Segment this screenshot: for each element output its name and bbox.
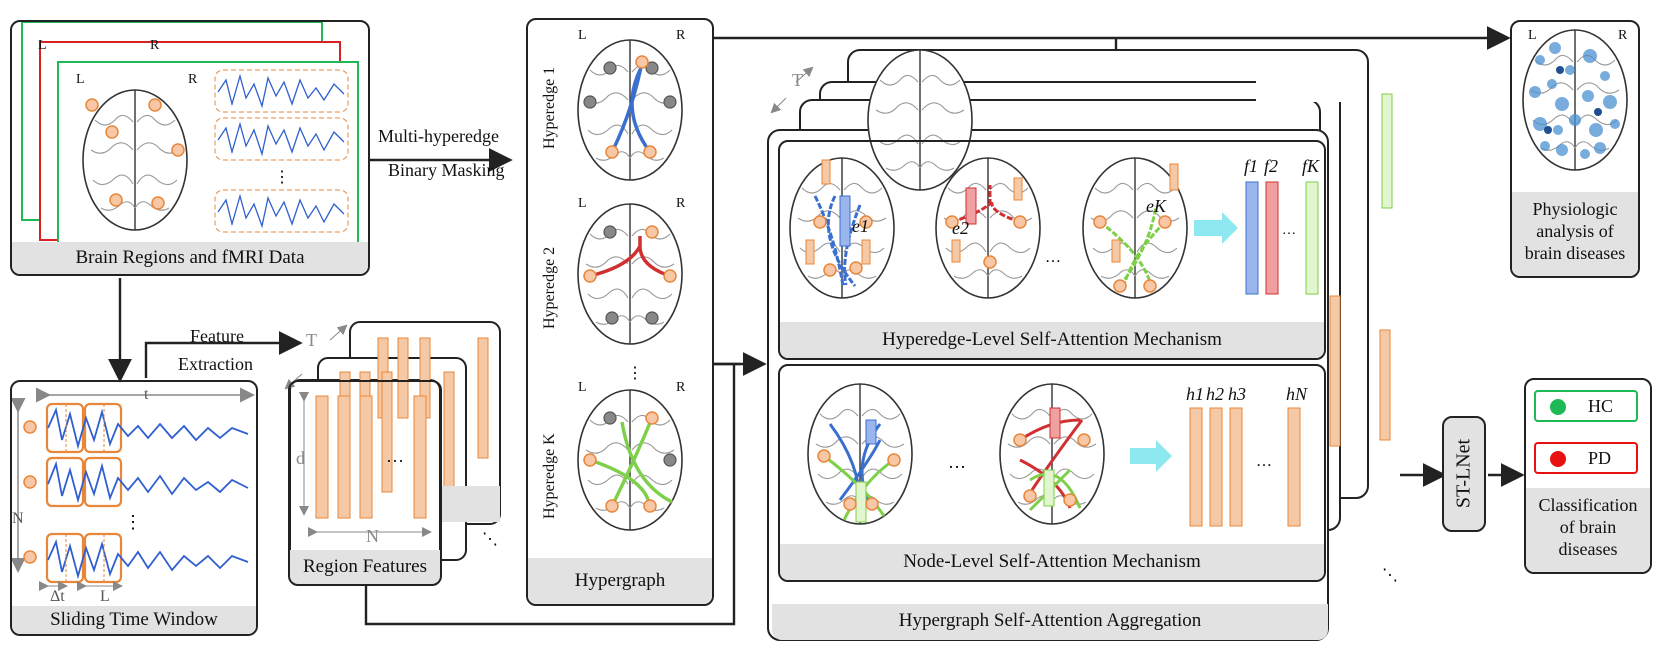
hem-right-2: R: [188, 72, 198, 87]
hem-left-phys: L: [1528, 28, 1537, 43]
axis-dt: Δt: [50, 588, 65, 605]
svg-text:⋮: ⋮: [627, 365, 643, 382]
svg-text:⋱: ⋱: [1382, 567, 1398, 584]
sliding-window-panel: Sliding Time Window: [10, 380, 258, 636]
hyperedge-attention-panel: Hyperedge-Level Self-Attention Mechanism: [778, 140, 1326, 360]
hem-right-hgk: R: [676, 380, 686, 395]
hem-right-1: R: [150, 38, 160, 53]
axis-t: t: [144, 386, 149, 403]
aggregation-caption: Hypergraph Self-Attention Aggregation: [898, 610, 1202, 631]
physiologic-brain: [1522, 29, 1628, 171]
physiologic-caption-text: Physiologic analysis of brain diseases: [1524, 199, 1626, 263]
region-features-panel: Region Features: [288, 380, 442, 586]
feature-label-f1: f1: [1244, 156, 1259, 176]
feature-label-2: Extraction: [178, 354, 253, 374]
axis-n-window: N: [12, 510, 24, 527]
classification-caption-text: Classification of brain diseases: [1538, 495, 1638, 559]
hem-right-phys: R: [1618, 28, 1628, 43]
node-attention-graphic: … …: [807, 383, 1301, 527]
svg-text:…: …: [1045, 249, 1061, 266]
flow-arrows: [108, 26, 1525, 626]
model-label: ST-LNet: [1452, 438, 1475, 509]
hem-left-1: L: [38, 38, 47, 53]
hem-left-hg2: L: [578, 196, 587, 211]
masking-label-2: Binary Masking: [388, 160, 505, 180]
hyperedge-k-label: Hyperedge K: [541, 433, 558, 519]
physiologic-panel: Physiologic analysis of brain diseases: [1510, 20, 1640, 278]
hyperedge-2-label: Hyperedge 2: [541, 246, 558, 329]
class-hc: HC: [1534, 390, 1638, 422]
node-attention-panel: Node-Level Self-Attention Mechanism: [778, 364, 1326, 582]
physiologic-caption: Physiologic analysis of brain diseases: [1512, 192, 1638, 276]
class-pd-label: PD: [1588, 448, 1612, 468]
region-features-caption: Region Features: [290, 550, 440, 584]
svg-text:…: …: [948, 452, 966, 472]
hem-right-hg1: R: [676, 28, 686, 43]
sliding-window-graphic: ⋮: [10, 387, 255, 591]
fmri-card-stack: ⋮: [21, 21, 359, 261]
class-hc-label: HC: [1588, 396, 1614, 416]
axis-T-features: T: [306, 330, 317, 350]
node-label-hn: hN: [1286, 384, 1308, 404]
classification-panel: Classification of brain diseases: [1524, 378, 1652, 574]
pd-dot-icon: [1550, 451, 1566, 467]
hc-dot-icon: [1550, 399, 1566, 415]
axis-d: d: [296, 448, 305, 468]
svg-text:⋮: ⋮: [124, 512, 142, 532]
hem-right-hg2: R: [676, 196, 686, 211]
hypergraph-brains: ⋮: [577, 39, 683, 531]
back-panel-peeks: [867, 49, 1393, 447]
node-attention-caption: Node-Level Self-Attention Mechanism: [780, 544, 1324, 580]
aggregation-caption-bar: [772, 604, 1328, 640]
sliding-window-caption: Sliding Time Window: [12, 606, 256, 634]
node-label-h1: h1: [1186, 384, 1204, 404]
class-pd: PD: [1534, 442, 1638, 474]
hem-left-2: L: [76, 72, 85, 87]
hypergraph-caption: Hypergraph: [528, 558, 712, 604]
masking-label-1: Multi-hyperedge: [378, 126, 499, 146]
node-label-h2: h2: [1206, 384, 1224, 404]
hem-left-hg1: L: [578, 28, 587, 43]
svg-text:…: …: [1256, 453, 1272, 470]
model-box: ST-LNet: [1442, 416, 1486, 532]
feature-label-f2: f2: [1264, 156, 1279, 176]
edge-label-2: e2: [952, 218, 969, 238]
feature-label-1: Feature: [190, 326, 244, 346]
node-label-h3: h3: [1228, 384, 1246, 404]
axis-n-features: N: [366, 526, 379, 546]
classification-caption: Classification of brain diseases: [1526, 488, 1650, 572]
hypergraph-panel: Hypergraph: [526, 18, 714, 606]
brain-regions-caption: Brain Regions and fMRI Data: [12, 242, 368, 274]
brain-regions-panel: Brain Regions and fMRI Data: [10, 20, 370, 276]
feature-label-fk: fK: [1302, 156, 1320, 176]
edge-label-k: eK: [1146, 196, 1166, 216]
svg-text:⋮: ⋮: [274, 169, 290, 186]
axis-l: L: [100, 588, 110, 605]
svg-text:…: …: [1282, 223, 1296, 238]
hyperedge-attention-graphic: … …: [789, 157, 1319, 299]
hyperedge-attention-caption: Hyperedge-Level Self-Attention Mechanism: [780, 322, 1324, 358]
svg-text:⋱: ⋱: [482, 531, 498, 548]
edge-label-1: e1: [852, 216, 869, 236]
hem-left-hgk: L: [578, 380, 587, 395]
features-ellipsis: …: [386, 446, 404, 466]
region-features-graphic: [284, 321, 501, 585]
hyperedge-1-label: Hyperedge 1: [541, 66, 558, 149]
axis-T-attention: T: [792, 70, 803, 90]
